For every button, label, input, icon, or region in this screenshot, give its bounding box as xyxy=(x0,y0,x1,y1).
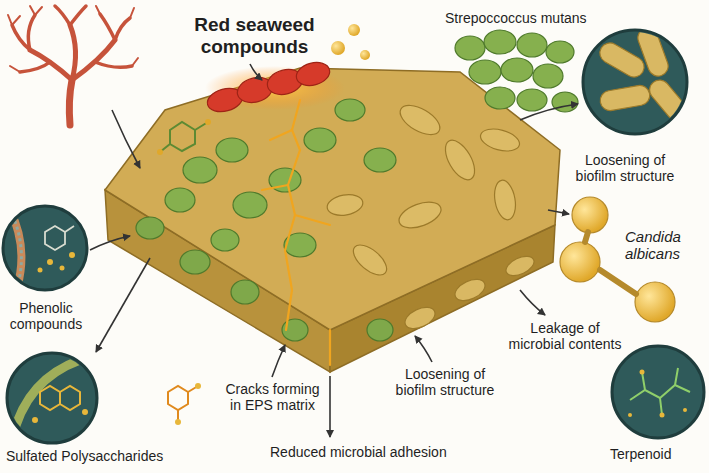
effect-label: Loosening of biofilm structure xyxy=(385,366,505,398)
compound-label: Sulfated Polysaccharides xyxy=(6,448,163,464)
compound-label: Phenolic compounds xyxy=(3,300,89,332)
effect-label: Leakage of microbial contents xyxy=(505,320,625,352)
organism-label: Strepoccoccus mutans xyxy=(445,10,587,26)
title-label: Red seaweed compounds xyxy=(187,14,322,58)
organism-label: Candida albicans xyxy=(625,228,697,263)
effect-label: Loosening of biofilm structure xyxy=(565,152,685,184)
compound-label: Terpenoid xyxy=(610,446,672,462)
effect-label: Reduced microbial adhesion xyxy=(270,444,447,460)
effect-label: Cracks forming in EPS matrix xyxy=(220,381,325,413)
